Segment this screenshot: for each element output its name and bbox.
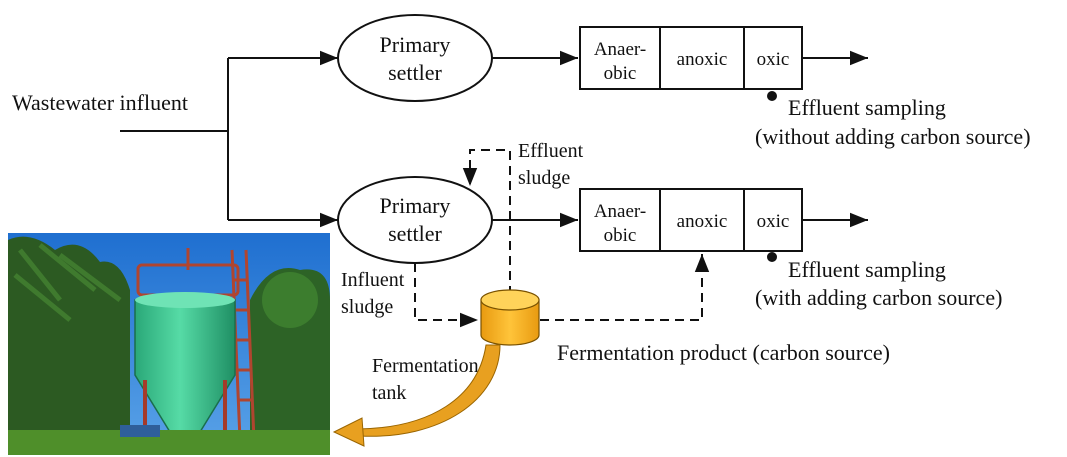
fermentation-tank-photo [8, 233, 330, 455]
primary-settler-bottom-line2: settler [388, 221, 442, 246]
influent-sludge-label-2: sludge [341, 296, 393, 318]
anaerobic-bottom-line2: obic [604, 225, 637, 246]
effluent-sludge-label-1: Effluent [518, 140, 584, 162]
anoxic-top-label: anoxic [677, 49, 728, 70]
primary-settler-top-line2: settler [388, 60, 442, 85]
primary-settler-bottom-line1: Primary [380, 193, 451, 218]
reactor-top: Anaer- obic anoxic oxic [579, 26, 803, 90]
effluent-sampling-top-label: Effluent sampling [788, 95, 946, 120]
effluent-sludge-label-2: sludge [518, 167, 570, 189]
anaerobic-top-line2: obic [604, 63, 637, 84]
influent-flow-lines [120, 50, 338, 228]
reactor-bottom: Anaer- obic anoxic oxic [579, 188, 803, 252]
oxic-top-label: oxic [757, 49, 790, 70]
primary-settler-top [337, 14, 493, 102]
influent-sludge-label-1: Influent [341, 269, 405, 291]
primary-settler-bottom [337, 176, 493, 264]
oxic-bottom-label: oxic [757, 211, 790, 232]
without-carbon-label: (without adding carbon source) [755, 124, 1031, 149]
fermentation-product-label: Fermentation product (carbon source) [557, 340, 890, 365]
sampling-point-top [767, 91, 777, 101]
sampling-point-bottom [767, 252, 777, 262]
anaerobic-bottom-line1: Anaer- [594, 201, 646, 222]
primary-settler-top-line1: Primary [380, 32, 451, 57]
anaerobic-top-line1: Anaer- [594, 39, 646, 60]
fermentation-tank-label-2: tank [372, 382, 406, 404]
curved-arrow-to-photo [332, 344, 501, 447]
wastewater-influent-label: Wastewater influent [12, 90, 188, 115]
anoxic-bottom-label: anoxic [677, 211, 728, 232]
sludge-dashed-lines [414, 149, 710, 328]
with-carbon-label: (with adding carbon source) [755, 285, 1002, 310]
fermentation-tank-icon [480, 289, 540, 346]
effluent-sampling-bottom-label: Effluent sampling [788, 257, 946, 282]
fermentation-tank-label-1: Fermentation [372, 355, 479, 377]
